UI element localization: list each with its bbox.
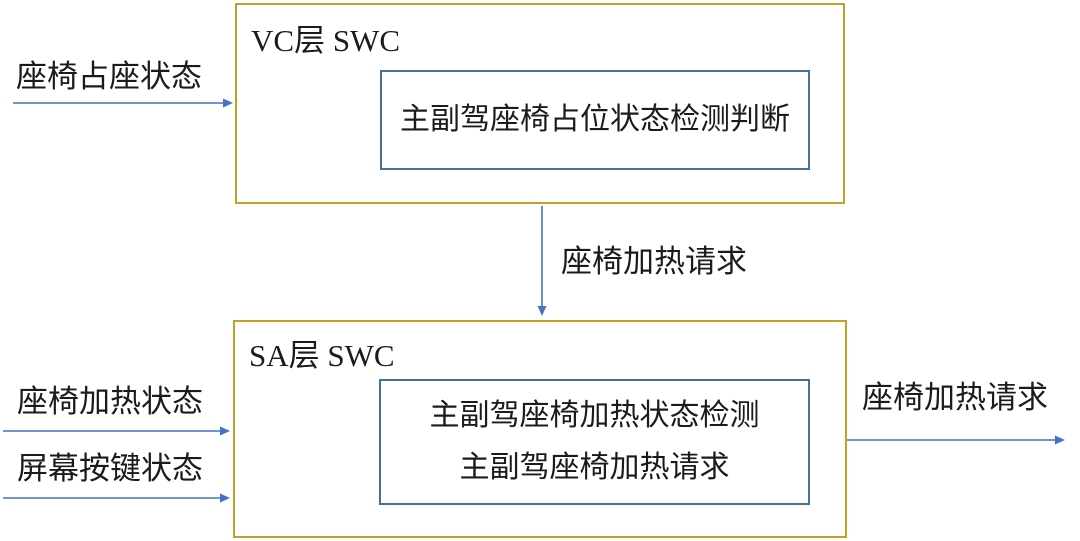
screen-button-status-input-label: 屏幕按键状态: [17, 451, 203, 486]
vc-inner-label: 主副驾座椅占位状态检测判断: [400, 103, 790, 136]
sa-swc-container: SA层 SWC 主副驾座椅加热状态检测 主副驾座椅加热请求: [233, 320, 847, 538]
seat-occupancy-input-label: 座椅占座状态: [16, 59, 202, 94]
vc-swc-title: VC层 SWC: [251, 23, 400, 58]
sa-swc-title: SA层 SWC: [249, 338, 395, 373]
sa-inner-label-line1: 主副驾座椅加热状态检测: [429, 399, 760, 432]
seat-heating-request-internal-label: 座椅加热请求: [561, 244, 747, 279]
seat-heating-status-input-label: 座椅加热状态: [17, 384, 203, 419]
vc-inner-box: 主副驾座椅占位状态检测判断: [380, 70, 810, 170]
sa-inner-label-line2: 主副驾座椅加热请求: [459, 451, 730, 484]
sa-inner-box: 主副驾座椅加热状态检测 主副驾座椅加热请求: [379, 379, 810, 505]
vc-swc-container: VC层 SWC 主副驾座椅占位状态检测判断: [235, 3, 845, 204]
seat-heating-request-output-label: 座椅加热请求: [862, 380, 1048, 415]
